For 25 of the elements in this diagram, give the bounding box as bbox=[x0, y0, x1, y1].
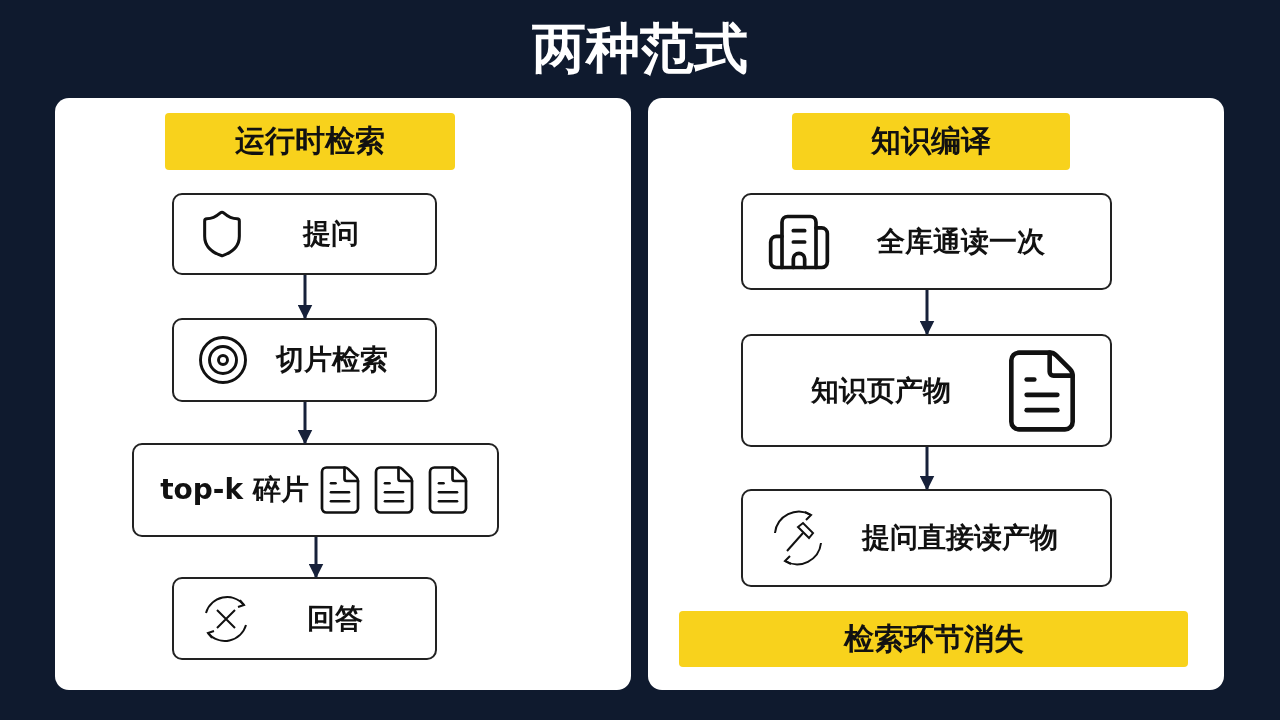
process-box bbox=[172, 318, 437, 402]
arrow bbox=[919, 290, 935, 336]
process-box bbox=[132, 443, 499, 537]
step-label: 全库通读一次 bbox=[875, 223, 1046, 260]
step-label: top-k 碎片 bbox=[159, 472, 310, 508]
step-label: 提问 bbox=[301, 216, 360, 252]
process-box bbox=[172, 577, 437, 660]
heading-banner: 知识编译 bbox=[792, 113, 1070, 170]
panel-card bbox=[648, 98, 1224, 690]
process-box bbox=[741, 334, 1112, 447]
arrow bbox=[919, 447, 935, 491]
process-box bbox=[741, 193, 1112, 290]
step-label: 知识页产物 bbox=[809, 372, 952, 409]
arrow bbox=[297, 275, 313, 320]
process-box bbox=[741, 489, 1112, 587]
step-label: 切片检索 bbox=[274, 342, 389, 378]
process-box bbox=[172, 193, 437, 275]
title: 两种范式 bbox=[532, 18, 748, 81]
heading-banner: 检索环节消失 bbox=[679, 611, 1188, 667]
step-label: 提问直接读产物 bbox=[860, 520, 1059, 556]
step-label: 回答 bbox=[305, 600, 364, 637]
heading-banner: 运行时检索 bbox=[165, 113, 455, 170]
arrow bbox=[297, 402, 313, 445]
arrow bbox=[308, 537, 324, 579]
panel-card bbox=[55, 98, 631, 690]
